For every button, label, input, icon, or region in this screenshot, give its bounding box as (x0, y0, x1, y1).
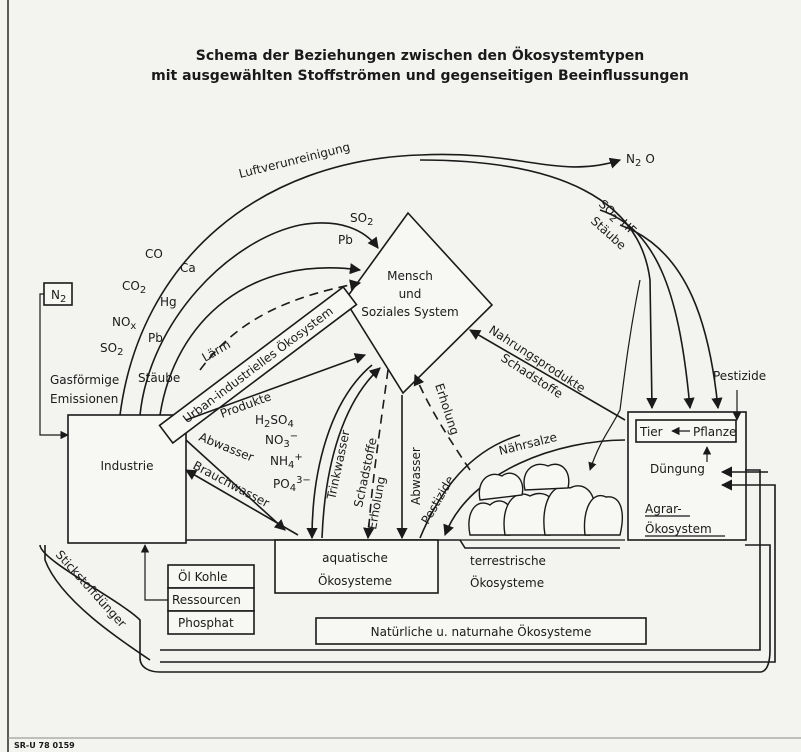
erholung-right-arrow (413, 373, 471, 471)
nox-label: NOx (112, 315, 136, 332)
natuerliche-box (315, 617, 647, 645)
stickstoff-loop (44, 545, 151, 661)
luftverunreinigung-arrow (119, 153, 622, 416)
industrie-label: Industrie (101, 459, 154, 473)
brauchwasser-label: Brauchwasser (191, 458, 272, 510)
laerm-arrow (199, 279, 362, 371)
hg-label: Hg (160, 295, 177, 309)
abwasser-left-label: Abwasser (197, 430, 256, 465)
co2-label: CO2 (122, 279, 146, 296)
aquatische-label-2: Ökosysteme (318, 572, 392, 588)
staeube-to-agrar-arrow (599, 209, 695, 410)
pb-top-label: Pb (338, 233, 353, 247)
abwasser-mid-label: Abwasser (409, 447, 423, 505)
industrie-box (67, 414, 187, 544)
mensch-label-2: und (399, 287, 422, 301)
aquatische-box (274, 539, 439, 594)
terrestrische-label-1: terrestrische (470, 554, 546, 568)
ressourcen-label: Ressourcen (172, 593, 241, 607)
phosphat-label: Phosphat (178, 616, 234, 630)
natuerliche-label: Natürliche u. naturnahe Ökosysteme (371, 623, 592, 639)
emission-co-arrow (139, 222, 379, 416)
terrestrische-label-2: Ökosysteme (470, 574, 544, 590)
laerm-label: Lärm (200, 337, 233, 364)
trinkwasser-arrow-up (321, 367, 381, 539)
emissionen-label: Emissionen (50, 392, 118, 406)
loop-right-outer (160, 469, 761, 651)
brauchwasser-arrow (185, 469, 299, 536)
trinkwasser-label: Trinkwasser (324, 429, 353, 502)
trinkwasser-arrow-down (306, 364, 373, 540)
no3-label: NO3− (265, 431, 298, 450)
agrar-label-1: Agrar- (645, 502, 682, 516)
erholung-mid-arrow (363, 369, 389, 540)
pestizide-top-label: Pestizide (713, 369, 766, 383)
oel-kohle-label: Öl Kohle (178, 568, 228, 584)
agrar-label-2: Ökosystem (645, 520, 712, 536)
ecosystem-outline-top (70, 539, 620, 549)
h2so4-label: H2SO4 (255, 413, 294, 430)
title-line-1: Schema der Beziehungen zwischen den Ökos… (196, 46, 644, 64)
mensch-diamond (344, 211, 494, 395)
loop-return-arrow-1 (160, 479, 776, 663)
nh4-label: NH4+ (270, 452, 303, 471)
pb-left-label: Pb (148, 331, 163, 345)
document-code: SR-U 78 0159 (14, 741, 75, 750)
stickstoffduenger-label: Stickstoffdünger (53, 548, 129, 631)
ressourcen-to-industrie-arrow (140, 544, 168, 601)
so2-left-label: SO2 (100, 341, 123, 358)
mensch-label-3: Soziales System (361, 305, 458, 319)
naehrsalze-label: Nährsalze (497, 430, 558, 458)
erholung-right-label: Erholung (432, 382, 462, 437)
air-to-agrar-arrow-2 (619, 224, 723, 410)
po4-label: PO43− (273, 475, 311, 494)
phosphat-box (167, 610, 255, 635)
pflanze-label: Pflanze (693, 425, 736, 439)
luftverunreinigung-label: Luftverunreinigung (237, 140, 351, 181)
gasfoermige-label: Gasförmige (50, 373, 119, 387)
mensch-label-1: Mensch (387, 269, 433, 283)
forest-illustration (460, 463, 625, 541)
tier-label: Tier (639, 425, 663, 439)
so2-hf-to-agrar-arrow (419, 159, 658, 410)
n2-label: N2 (51, 288, 66, 305)
staeube-left-label: Stäube (138, 371, 180, 385)
co-label: CO (145, 247, 163, 261)
produkte-arrow (185, 353, 367, 421)
pestizide-diag-line (419, 434, 521, 539)
nahrungsprodukte-arrow (469, 329, 626, 421)
pestizide-diag-label: Pestizide (418, 473, 457, 526)
n2-to-industrie-arrow (39, 293, 69, 440)
abwasser-left-arrow (185, 439, 286, 531)
agrar-to-terrestrial-arrow (588, 279, 641, 471)
aquatische-label-1: aquatische (322, 551, 388, 565)
emission-ca-arrow (159, 263, 362, 416)
so2-top-label: SO2 (350, 211, 373, 228)
duengung-label: Düngung (650, 462, 705, 476)
naehrsalze-arrow (443, 439, 626, 537)
title-line-2: mit ausgewählten Stoffströmen und gegens… (151, 68, 689, 84)
ca-label: Ca (180, 261, 196, 275)
